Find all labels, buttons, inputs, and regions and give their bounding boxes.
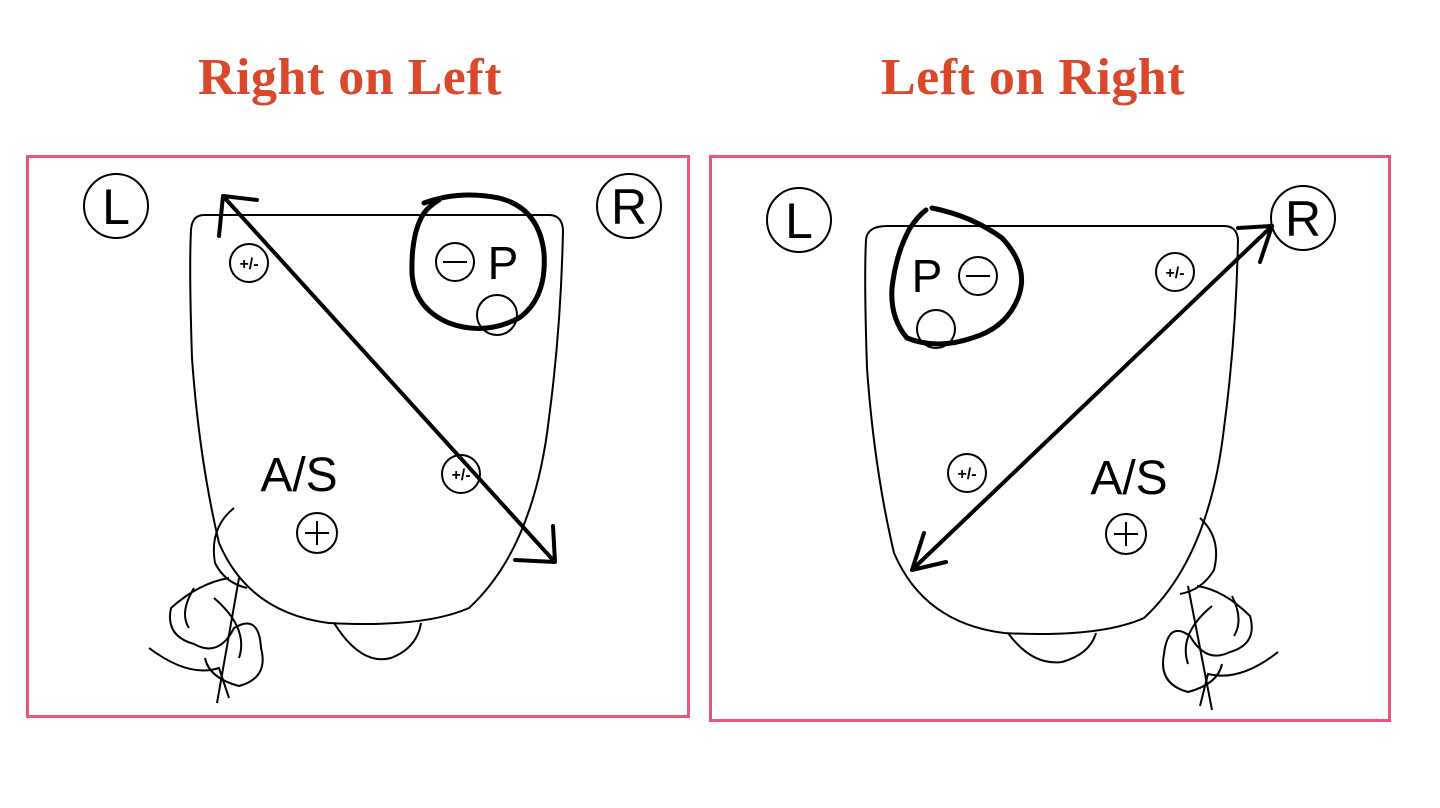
title-right-on-left: Right on Left [197, 49, 503, 106]
as-sign-circle [296, 512, 338, 554]
arrowhead-bottom-left-icon [910, 531, 948, 572]
left-diagram: L R P +/- +/- A/S [83, 173, 662, 704]
right-diagram: L R P +/- +/- A/S [766, 185, 1336, 711]
title-left-on-right: Left on Right [880, 49, 1186, 106]
primary-label: P [488, 237, 519, 289]
corner-l-circle [766, 187, 832, 253]
primary-zone-ring [409, 192, 547, 331]
vector-arrow [912, 224, 1274, 570]
leg-line [216, 577, 240, 704]
corner-r-circle [596, 173, 662, 239]
neutral-sign-b: +/- [451, 467, 470, 484]
corner-r-label: R [611, 179, 647, 235]
primary-label: P [912, 250, 943, 302]
neutral-sign-a-circle [229, 243, 269, 283]
leg-scribble [148, 507, 264, 699]
neutral-sign-a-circle [1155, 252, 1195, 292]
bottom-nub [1007, 632, 1097, 664]
neutral-sign-b-circle [441, 454, 481, 494]
neutral-sign-a: +/- [239, 256, 258, 273]
bottom-nub [333, 622, 422, 661]
arrowhead-bottom-right-icon [513, 524, 557, 564]
corner-r-label: R [1285, 191, 1321, 247]
corner-l-label: L [102, 179, 130, 235]
neutral-sign-a: +/- [1165, 265, 1184, 282]
neutral-sign-b-circle [947, 453, 987, 493]
primary-sign-circle [435, 242, 475, 282]
corner-r-circle [1270, 185, 1336, 251]
primary-sign-circle [958, 256, 998, 296]
leg-scribble [1162, 517, 1279, 707]
neutral-sign-b: +/- [957, 466, 976, 483]
as-label: A/S [1090, 452, 1167, 505]
panel-left-on-right: L R P +/- +/- A/S [709, 155, 1391, 722]
leg-line [1187, 585, 1213, 711]
corner-l-circle [83, 173, 149, 239]
as-sign-circle [1105, 513, 1147, 555]
body-outline [864, 225, 1240, 635]
corner-l-label: L [785, 193, 813, 249]
panel-right-on-left: L R P +/- +/- A/S [26, 155, 690, 718]
vector-arrow [221, 194, 555, 562]
body-outline [189, 214, 565, 625]
arrowhead-top-right-icon [1236, 224, 1274, 264]
as-label: A/S [260, 449, 337, 502]
primary-zone-small-circle [916, 309, 956, 349]
primary-zone-small-circle [476, 294, 518, 336]
arrowhead-top-left-icon [217, 194, 259, 238]
